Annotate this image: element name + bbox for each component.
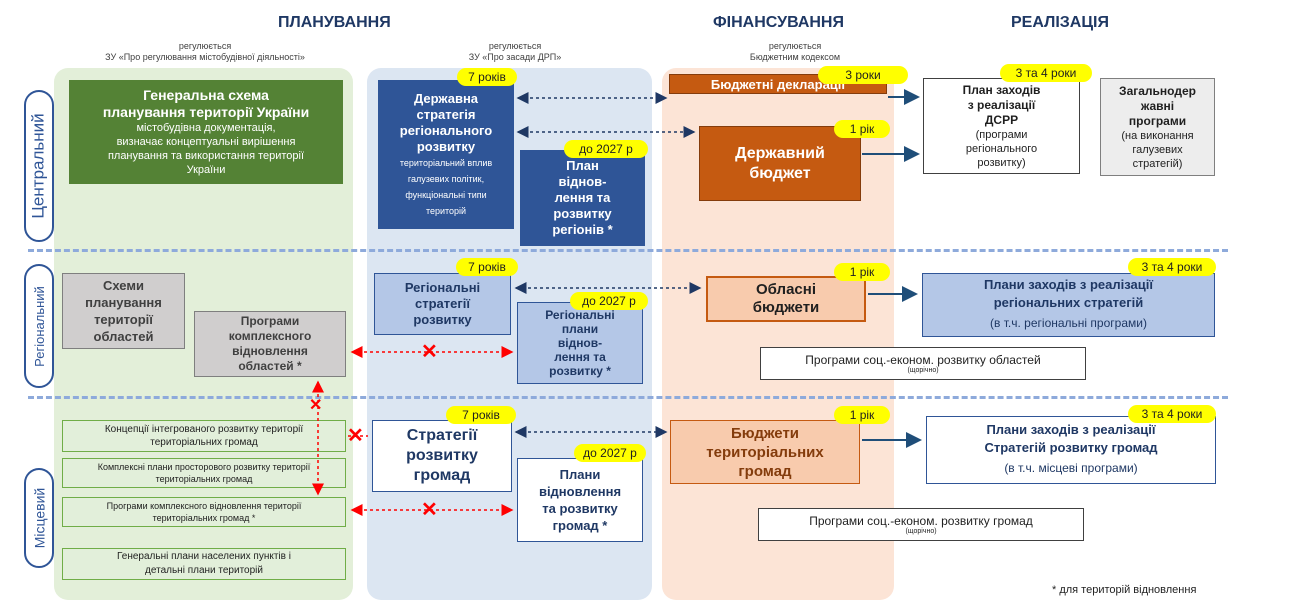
header-financing: ФІНАНСУВАННЯ	[713, 14, 844, 31]
community-budgets-duration-badge: 1 рік	[834, 406, 890, 424]
recovery-plan-deadline-badge: до 2027 р	[564, 140, 648, 158]
regional-action-plans-box: Плани заходів з реалізації регіональних …	[922, 273, 1215, 337]
budget-declarations-duration-badge: 3 роки	[818, 66, 908, 84]
level-central: Центральний	[24, 90, 54, 242]
community-strategies-duration-badge: 7 років	[446, 406, 516, 424]
dsrr-action-plan-box: План заходів з реалізації ДСРР (програми…	[923, 78, 1080, 174]
integrated-concepts-box: Концепції інтегрованого розвитку територ…	[62, 420, 346, 452]
community-budgets-box: Бюджети територіальних громад	[670, 420, 860, 484]
level-divider-2	[28, 396, 1228, 399]
level-local: Місцевий	[24, 468, 54, 568]
regional-recovery-plans-box: Регіональні плани віднов- лення та розви…	[517, 302, 643, 384]
community-strategies-box: Стратегії розвитку громад	[372, 420, 512, 492]
dsrr-plan-duration-badge: 3 та 4 роки	[1000, 64, 1092, 82]
oblast-complex-recovery-box: Програми комплексного відновлення област…	[194, 311, 346, 377]
community-recovery-plans-box: Плани відновлення та розвитку громад *	[517, 458, 643, 542]
footnote: * для територій відновлення	[1052, 584, 1197, 596]
header-planning: ПЛАНУВАННЯ	[278, 14, 391, 31]
state-budget-duration-badge: 1 рік	[834, 120, 890, 138]
state-strategy-box: Державна стратегія регіонального розвитк…	[378, 80, 514, 229]
recovery-plan-regions-box: План віднов- лення та розвитку регіонів …	[520, 150, 645, 246]
community-socio-econ-programs-box: Програми соц.-економ. розвитку громад (щ…	[758, 508, 1084, 541]
conflict-x-icon: ✕	[309, 397, 323, 414]
regulation-note-drp: регулюється ЗУ «Про засади ДРП»	[468, 41, 562, 62]
conflict-x-icon: ✕	[347, 425, 364, 447]
conflict-x-icon: ✕	[421, 499, 438, 521]
regional-strategies-duration-badge: 7 років	[456, 258, 518, 276]
regulation-note-budget: регулюється Бюджетним кодексом	[749, 41, 841, 62]
regional-action-plans-duration-badge: 3 та 4 роки	[1128, 258, 1216, 276]
general-scheme-box: Генеральна схема планування території Ук…	[69, 80, 343, 184]
header-implementation: РЕАЛІЗАЦІЯ	[1011, 14, 1109, 31]
level-divider-1	[28, 249, 1228, 252]
conflict-x-icon: ✕	[421, 341, 438, 363]
spatial-development-plans-box: Комплексні плани просторового розвитку т…	[62, 458, 346, 488]
oblast-socio-econ-programs-box: Програми соц.-економ. розвитку областей …	[760, 347, 1086, 380]
general-plans-box: Генеральні плани населених пунктів і дет…	[62, 548, 346, 580]
oblast-budgets-box: Обласні бюджети	[706, 276, 866, 322]
oblast-budgets-duration-badge: 1 рік	[834, 263, 890, 281]
national-programs-box: Загальнодер жавні програми (на виконання…	[1100, 78, 1215, 176]
community-action-plans-duration-badge: 3 та 4 роки	[1128, 405, 1216, 423]
level-regional: Регіональний	[24, 264, 54, 388]
community-action-plans-box: Плани заходів з реалізації Стратегій роз…	[926, 416, 1216, 484]
community-recovery-deadline-badge: до 2027 р	[574, 444, 646, 462]
community-complex-recovery-box: Програми комплексного відновлення терито…	[62, 497, 346, 527]
regional-recovery-deadline-badge: до 2027 р	[570, 292, 648, 310]
state-budget-box: Державний бюджет	[699, 126, 861, 201]
regulation-note-urban: регулюється ЗУ «Про регулювання містобуд…	[105, 41, 305, 62]
state-strategy-duration-badge: 7 років	[457, 68, 517, 86]
regional-strategies-box: Регіональні стратегії розвитку	[374, 273, 511, 335]
oblast-planning-schemes-box: Схеми планування території областей	[62, 273, 185, 349]
